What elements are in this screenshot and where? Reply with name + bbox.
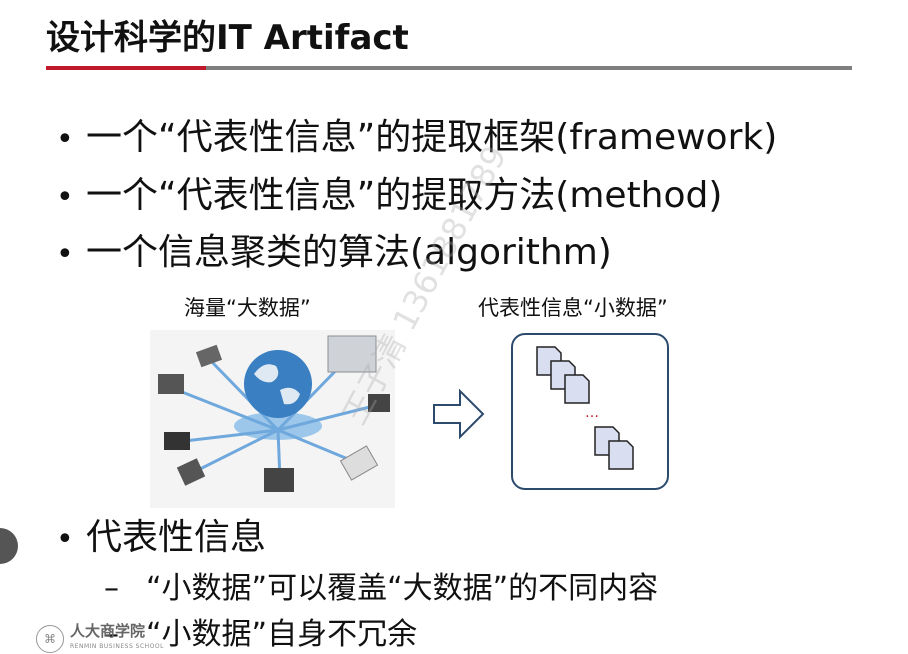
bullet-text: 代表性信息 [86, 517, 267, 558]
slide-title: 设计科学的IT Artifact [46, 18, 409, 58]
documents-icon: … [536, 346, 634, 470]
small-data-box: … [511, 333, 669, 490]
logo-subtext: RENMIN BUSINESS SCHOOL [70, 642, 164, 650]
bullet-text: 一个“代表性信息”的提取框架(framework) [86, 117, 778, 158]
seal-icon: ⌘ [36, 624, 64, 653]
bullet-dot: • [56, 237, 74, 272]
sub-bullet-non-redundant: –“小数据”自身不冗余 [104, 618, 417, 652]
title-divider [46, 66, 852, 70]
bullet-dot: • [56, 522, 74, 557]
ellipsis-mark: … [585, 405, 599, 421]
school-logo: ⌘ 人大商学院 RENMIN BUSINESS SCHOOL [36, 621, 164, 654]
logo-name: 人大商学院 [70, 621, 146, 640]
bullet-algorithm: • 一个信息聚类的算法(algorithm) [56, 233, 612, 275]
bullet-representative-info: • 代表性信息 [56, 518, 266, 560]
sub-bullet-text: “小数据”自身不冗余 [146, 617, 418, 652]
sub-bullet-text: “小数据”可以覆盖“大数据”的不同内容 [146, 571, 659, 606]
sub-bullet-coverage: –“小数据”可以覆盖“大数据”的不同内容 [104, 572, 658, 606]
sub-bullet-dash: – [104, 617, 119, 652]
bullet-dot: • [56, 122, 74, 157]
bullet-method: • 一个“代表性信息”的提取方法(method) [56, 176, 722, 218]
bullet-dot: • [56, 180, 74, 215]
network-globe-illustration [150, 330, 395, 508]
small-data-caption: 代表性信息“小数据” [478, 296, 668, 320]
title-divider-accent [46, 66, 206, 70]
logo-text: 人大商学院 RENMIN BUSINESS SCHOOL [70, 621, 164, 654]
bullet-text: 一个“代表性信息”的提取方法(method) [86, 175, 723, 216]
arrow-right-icon [433, 388, 485, 440]
sub-bullet-dash: – [104, 571, 119, 606]
bullet-framework: • 一个“代表性信息”的提取框架(framework) [56, 118, 777, 160]
big-data-caption: 海量“大数据” [184, 296, 311, 320]
side-nav-tab[interactable] [0, 528, 18, 564]
bullet-text: 一个信息聚类的算法(algorithm) [86, 232, 612, 273]
